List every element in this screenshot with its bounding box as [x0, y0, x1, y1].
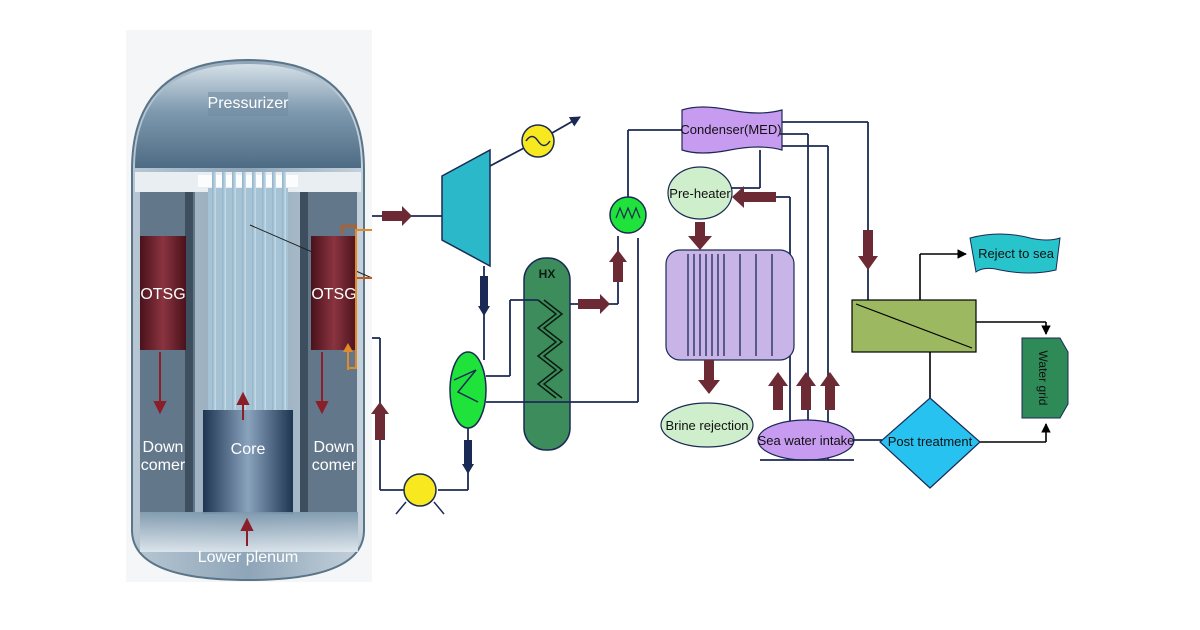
water-grid: [1021, 337, 1069, 419]
otsg-left: [140, 236, 186, 350]
feed-pump: [403, 473, 437, 507]
downcomer-left-label-1: Down: [143, 439, 184, 456]
steam-arrow: [382, 206, 412, 226]
post-treatment-section: Reject to sea Post treatment Water grid: [851, 233, 1069, 489]
med-section: Condenser(MED) Pre-heater Brine rejectio…: [609, 106, 882, 461]
flow-arrows-reactor: [153, 352, 329, 546]
condenser-exchanger: [449, 351, 487, 429]
reject-to-sea-label: Reject to sea: [978, 246, 1055, 261]
control-rods: [212, 172, 286, 410]
condenser-med-label: Condenser(MED): [680, 122, 781, 137]
heater-circle: [609, 196, 647, 234]
otsg-left-label: OTSG: [140, 286, 185, 303]
brine-rejection-label: Brine rejection: [665, 418, 748, 433]
reactor-vessel: Pressurizer OTSG OTSG Core Lowe: [126, 30, 373, 582]
hx-unit: HX: [486, 236, 639, 451]
downcomer-left-label-2: comer: [141, 457, 186, 474]
sea-water-intake-label: Sea water intake: [758, 433, 855, 448]
post-treatment: [879, 397, 981, 489]
otsg-right: [311, 236, 357, 350]
pre-heater: [667, 166, 733, 220]
med-vessel: [665, 249, 795, 361]
hx-label: HX: [539, 267, 556, 281]
otsg-right-label: OTSG: [311, 286, 356, 303]
condenser-med: [681, 106, 783, 154]
post-treatment-label: Post treatment: [888, 434, 973, 449]
reject-to-sea: [969, 233, 1061, 274]
pressurizer-label: Pressurizer: [208, 95, 290, 112]
core-label: Core: [231, 441, 266, 458]
pre-heater-label: Pre-heater: [669, 186, 731, 201]
water-grid-label: Water grid: [1036, 351, 1050, 406]
lower-plenum-label: Lower plenum: [198, 549, 299, 566]
feed-arrow: [371, 402, 389, 440]
steam-loop: [371, 116, 581, 515]
downcomer-right-label-1: Down: [314, 439, 355, 456]
brine-rejection: [660, 402, 754, 448]
turbine: [441, 148, 491, 268]
core: [203, 410, 293, 514]
downcomer-right-label-2: comer: [312, 457, 357, 474]
